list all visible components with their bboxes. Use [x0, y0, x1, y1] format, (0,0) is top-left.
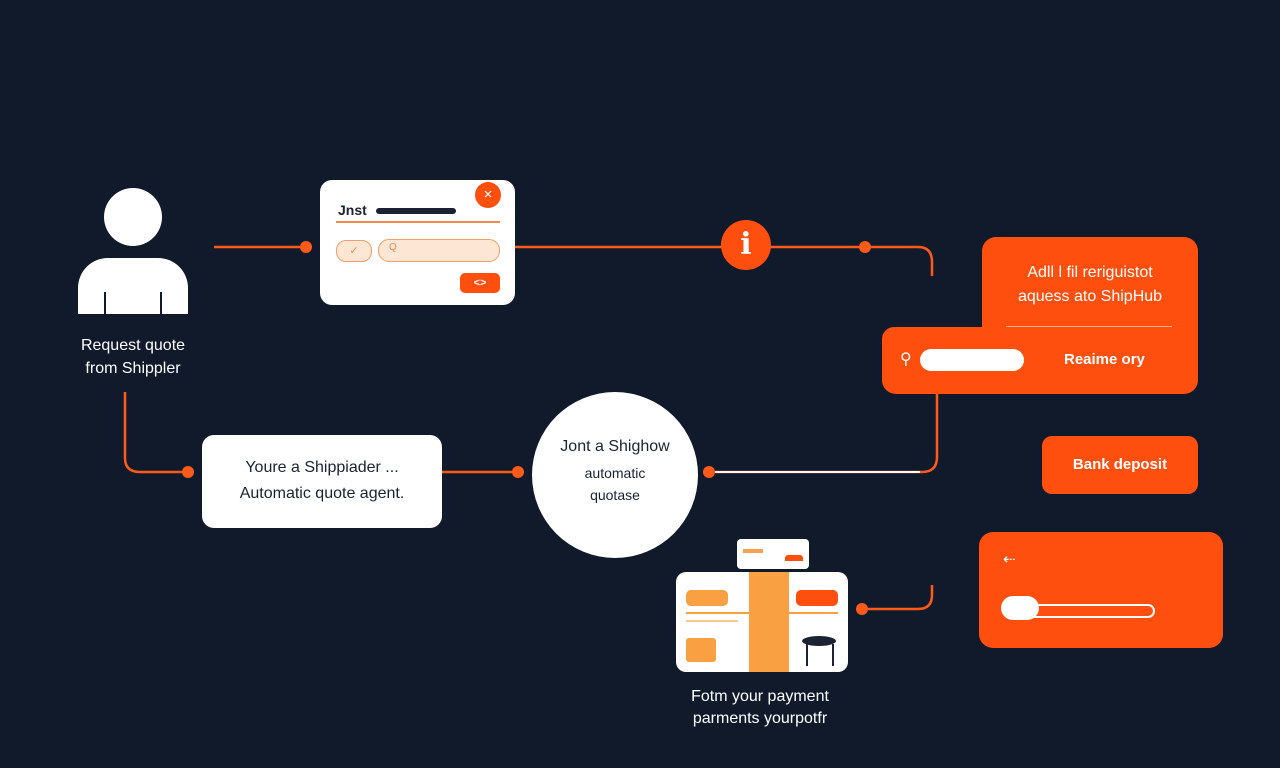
request-search-bar: ⚲ Reaime ory: [882, 327, 1198, 394]
user-icon-fold: [104, 292, 106, 314]
circle-node-line3: quotase: [590, 487, 640, 503]
connector-dot: [300, 241, 312, 253]
connector-dot: [512, 466, 524, 478]
user-icon-fold: [160, 292, 162, 314]
request-card-line1: Adll l fil reriguistot: [1027, 264, 1153, 281]
back-arrow-icon[interactable]: ⇠: [1003, 551, 1016, 568]
circle-node-line2: automatic: [584, 465, 646, 481]
bank-deposit-button[interactable]: Bank deposit: [1042, 436, 1198, 494]
payment-illustration: [676, 572, 848, 672]
payment-panel: ⇠: [979, 532, 1223, 648]
user-label-line1: Request quote: [80, 337, 186, 354]
search-icon: Q: [389, 242, 397, 253]
request-card-line2: aquess ato ShipHub: [1017, 288, 1163, 305]
connector-dot: [703, 466, 715, 478]
user-icon-body: [78, 258, 188, 314]
code-button[interactable]: <>: [460, 273, 500, 293]
connector-info-request: [770, 245, 934, 276]
connector-user-agent: [123, 392, 188, 474]
check-chip[interactable]: ✓: [336, 240, 372, 262]
connector-dot: [856, 603, 868, 615]
agent-card-line2: Automatic quote agent.: [239, 485, 405, 502]
table-icon: [802, 636, 836, 646]
request-card-divider: [1006, 326, 1172, 327]
package-icon: [686, 638, 716, 662]
request-card: Adll l fil reriguistot aquess ato ShipHu…: [982, 237, 1198, 329]
connector-circle-search: [709, 394, 939, 474]
payment-label-line1: Fotm your payment: [691, 688, 829, 705]
payment-label-line2: parments yourpotfr: [692, 710, 828, 727]
connector-dot: [859, 241, 871, 253]
close-icon[interactable]: ×: [475, 182, 501, 208]
info-icon[interactable]: i: [721, 220, 771, 270]
circle-node-line1: Jont a Shighow: [560, 438, 670, 455]
user-icon-head: [104, 188, 162, 246]
payment-receipt-icon: [737, 539, 809, 569]
form-title-bar: [376, 208, 456, 214]
user-label: Request quote from Shippler: [58, 334, 208, 380]
request-search-input[interactable]: [920, 349, 1024, 371]
payment-label: Fotm your payment parments yourpotfr: [660, 686, 860, 730]
connector-payment-panel: [862, 585, 934, 611]
agent-card: Youre a Shippiader ... Automatic quote a…: [202, 435, 442, 528]
request-card-text: Adll l fil reriguistot aquess ato ShipHu…: [982, 261, 1198, 309]
connector-dot: [182, 466, 194, 478]
form-search-input[interactable]: Q: [378, 239, 500, 262]
search-icon: ⚲: [900, 351, 912, 368]
form-title: Jnst: [338, 202, 367, 218]
agent-card-line1: Youre a Shippiader ...: [245, 459, 399, 476]
quote-circle-node: Jont a Shighow automatic quotase: [532, 392, 698, 558]
request-search-button[interactable]: Reaime ory: [1064, 351, 1145, 368]
form-divider: [336, 221, 500, 223]
user-label-line2: from Shippler: [85, 360, 181, 377]
payment-slider-thumb[interactable]: [1001, 596, 1039, 620]
